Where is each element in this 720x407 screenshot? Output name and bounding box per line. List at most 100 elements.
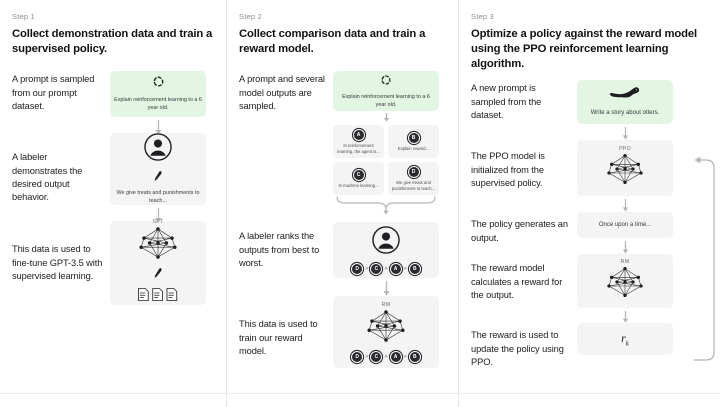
- rm-rank-separator-1: >: [365, 353, 369, 360]
- output-letter-c: C: [352, 168, 365, 181]
- output-text-a: In reinforcement learning, the agent is.…: [337, 142, 380, 154]
- step-2-desc-2: A labeler ranks the outputs from best to…: [239, 231, 320, 268]
- ppo-box: PPO: [577, 140, 673, 197]
- step-2-row-1: A prompt and several model outputs are s…: [239, 71, 446, 220]
- prompt-box: Write a story about otters.: [577, 80, 673, 125]
- sampled-outputs-grid: A In reinforcement learning, the agent i…: [333, 125, 439, 196]
- step-3-desc-3: The policy generates an output.: [471, 219, 568, 243]
- step-2-row-2: A labeler ranks the outputs from best to…: [239, 222, 446, 300]
- rm-rank-chip-3: A: [389, 350, 402, 363]
- output-letter-a: A: [352, 128, 365, 141]
- policy-output-text: Once upon a time...: [598, 221, 652, 228]
- step-2-label: Step 2: [239, 12, 262, 21]
- sft-box-caption: SFT: [152, 219, 164, 226]
- step-1-column: Step 1 Collect demonstration data and tr…: [0, 0, 226, 407]
- rm-box-caption: RM: [381, 301, 391, 308]
- step-2-headline: Collect comparison data and train a rewa…: [239, 28, 426, 56]
- rm-rank-chip-1: D: [351, 350, 364, 363]
- bottom-divider: [0, 393, 720, 394]
- rm-rank-separator-3: >: [403, 353, 407, 360]
- step-1-row-2: A labeler demonstrates the desired outpu…: [12, 133, 214, 227]
- prompt-box-text: Write a story about otters.: [590, 110, 660, 117]
- rank-separator-3: >: [403, 266, 407, 273]
- step-3-graphic-5: rk: [577, 323, 673, 356]
- pen-icon: [153, 169, 163, 187]
- output-card-c: C In machine learning...: [333, 162, 384, 196]
- arrow-down-icon: [621, 311, 630, 324]
- step-3-row-2: The PPO model is initialized from the su…: [471, 140, 708, 216]
- step-2-desc-3: This data is used to train our reward mo…: [239, 319, 318, 356]
- rank-chip-2: C: [370, 263, 383, 276]
- rank-chip-3: A: [389, 263, 402, 276]
- step-3-desc-1: A new prompt is sampled from the dataset…: [471, 83, 542, 120]
- output-text-b: Explain reward...: [397, 145, 430, 151]
- step-3-desc-4: The reward model calculates a reward for…: [471, 263, 563, 300]
- neural-network-icon: [137, 226, 179, 265]
- step-1-headline: Collect demonstration data and train a s…: [12, 28, 213, 56]
- labeler-box: We give treats and punishments to teach.…: [110, 132, 206, 206]
- output-letter-b: B: [407, 131, 420, 144]
- step-1-graphic-3: SFT: [110, 219, 206, 306]
- ppo-box-caption: PPO: [619, 146, 631, 153]
- step-2-column: Step 2 Collect comparison data and train…: [226, 0, 458, 407]
- pen-icon: [153, 266, 163, 284]
- step-1-desc-3: This data is used to fine-tune GPT-3.5 w…: [12, 244, 103, 281]
- rm-box: RM: [333, 296, 439, 369]
- output-card-b: B Explain reward...: [388, 125, 439, 159]
- rm-rank-separator-2: >: [384, 353, 388, 360]
- step-2-graphic-3: RM: [333, 296, 439, 369]
- rank-separator-2: >: [384, 266, 388, 273]
- reward-box: rk: [577, 323, 673, 356]
- step-3-graphic-4: RM: [577, 254, 673, 327]
- step-3-desc-2: The PPO model is initialized from the su…: [471, 151, 545, 188]
- prompt-box-text: Explain reinforcement learning to a 6 ye…: [114, 97, 202, 112]
- policy-output-box: Once upon a time...: [577, 212, 673, 239]
- output-text-d: We give treats and punishments to teach.…: [391, 179, 436, 191]
- step-3-graphic-2: PPO: [577, 140, 673, 216]
- output-text-c: In machine learning...: [338, 182, 379, 188]
- step-2-graphic-1: Explain reinforcement learning to a 6 ye…: [333, 71, 439, 220]
- step-2-desc-1: A prompt and several model outputs are s…: [239, 74, 325, 111]
- arrow-down-icon: [382, 113, 391, 123]
- step-1-graphic-2: We give treats and punishments to teach.…: [110, 133, 206, 227]
- output-letter-d: D: [407, 165, 420, 178]
- step-1-row-1: A prompt is sampled from our prompt data…: [12, 71, 214, 139]
- person-icon: [143, 132, 173, 167]
- reward-symbol: r: [621, 330, 626, 345]
- recycle-loop-icon: [380, 73, 392, 91]
- step-3-row-3: The policy generates an output. Once upo…: [471, 212, 708, 258]
- step-1-desc-2: A labeler demonstrates the desired outpu…: [12, 152, 83, 203]
- step-1-row-3: This data is used to fine-tune GPT-3.5 w…: [12, 219, 214, 306]
- reward-symbol-wrap: rk: [621, 331, 629, 347]
- rank-separator-1: >: [365, 266, 369, 273]
- reward-subscript: k: [625, 339, 629, 348]
- prompt-box: Explain reinforcement learning to a 6 ye…: [333, 71, 439, 112]
- neural-network-icon: [365, 309, 407, 348]
- step-1-desc-1: A prompt is sampled from our prompt data…: [12, 74, 95, 111]
- arrow-down-icon: [621, 127, 630, 141]
- step-3-column: Step 3 Optimize a policy against the rew…: [458, 0, 720, 407]
- person-icon: [371, 225, 401, 260]
- step-3-graphic-1: Write a story about otters.: [577, 80, 673, 144]
- output-card-d: D We give treats and punishments to teac…: [388, 162, 439, 196]
- merge-brace-icon: [333, 195, 439, 220]
- step-2-graphic-2: D > C > A > B: [333, 222, 439, 300]
- arrow-down-icon: [621, 241, 630, 255]
- labeler-ranking-box: D > C > A > B: [333, 222, 439, 279]
- arrow-down-icon: [382, 281, 391, 297]
- step-3-headline: Optimize a policy against the reward mod…: [471, 28, 697, 71]
- ranking-chips: D > C > A > B: [351, 263, 421, 276]
- neural-network-icon: [605, 153, 645, 190]
- arrow-down-icon: [621, 199, 630, 213]
- rank-chip-4: B: [408, 263, 421, 276]
- step-3-graphic-3: Once upon a time...: [577, 212, 673, 258]
- step-1-label: Step 1: [12, 12, 35, 21]
- otter-icon: [608, 86, 642, 105]
- rm-ranking-chips: D > C > A > B: [351, 350, 421, 363]
- arrow-down-icon: [154, 208, 163, 224]
- step-1-graphic-1: Explain reinforcement learning to a 6 ye…: [110, 71, 206, 139]
- step-2-row-3: This data is used to train our reward mo…: [239, 296, 446, 369]
- output-card-a: A In reinforcement learning, the agent i…: [333, 125, 384, 159]
- step-3-desc-5: The reward is used to update the policy …: [471, 330, 564, 367]
